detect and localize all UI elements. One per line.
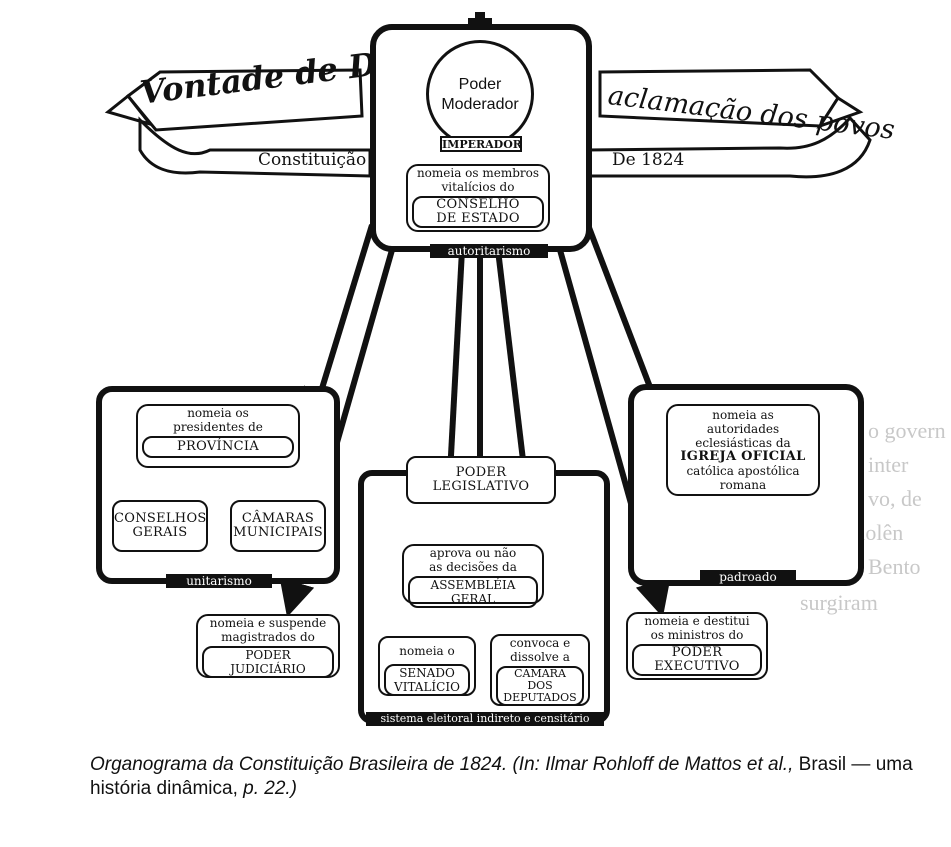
legislative-frame-label: sistema eleitoral indireto e censitário [366,712,604,726]
bleed-text-6: surgiram [800,590,878,615]
bleed-text-1: o govern [868,418,946,443]
poder-moderador-orb: Poder Moderador [426,40,534,148]
senate-line-1: nomeia o [399,644,455,658]
chamber-line-1: convoca e [509,636,571,650]
orb-line-2: Moderador [441,96,519,113]
senate-title-2: VITALÍCIO [394,680,460,694]
church-line-3: eclesiásticas da [695,436,791,450]
council-title-2: DE ESTADO [436,211,520,226]
municipal-chambers-line-1: CÂMARAS [241,511,315,526]
municipal-chambers-node: CÂMARAS MUNICIPAIS [230,500,326,552]
council-line-1: nomeia os membros [416,166,540,180]
legislative-title-2: LEGISLATIVO [432,479,530,494]
general-assembly-node: aprova ou não as decisões da ASSEMBLÉIA … [402,544,544,608]
province-title: PROVÍNCIA [176,439,260,454]
bleed-text-3: vo, de [868,486,922,511]
senate-title-1: SENADO [399,666,455,680]
central-frame-label: autoritarismo [430,244,548,258]
province-title-pill: PROVÍNCIA [142,436,294,458]
judiciary-line-1: nomeia e suspende [209,616,327,630]
chamber-title-3: DEPUTADOS [503,691,577,704]
executive-title-1: PODER [671,645,723,660]
general-councils-node: CONSELHOS GERAIS [112,500,208,552]
council-title-1: CONSELHO [436,197,520,212]
municipal-chambers-line-2: MUNICIPAIS [233,525,323,540]
executive-title-2: EXECUTIVO [654,659,740,674]
church-line-2: autoridades [706,422,780,436]
general-councils-line-1: CONSELHOS [114,511,207,526]
caption-part-1: Organograma da Constituição Brasileira d… [90,754,794,775]
executive-node: nomeia e destitui os ministros do PODER … [626,612,768,680]
judiciary-line-2: magistrados do [221,630,315,644]
church-line-5: romana [719,478,767,492]
assembly-title-1: ASSEMBLÉIA [430,578,516,592]
executive-line-1: nomeia e destitui [644,614,750,628]
chamber-of-deputies-node: convoca e dissolve a CÂMARA DOS DEPUTADO… [490,634,590,706]
caption-part-3: p. 22.) [243,778,297,799]
executive-title-pill: PODER EXECUTIVO [632,644,762,676]
chamber-line-2: dissolve a [510,650,570,664]
orb-line-1: Poder [458,76,502,93]
judiciary-title-2: JUDICIÁRIO [230,662,306,676]
legislative-title-1: PODER [455,465,507,480]
council-line-2: vitalícios do [441,180,515,194]
assembly-title-2: GERAL [450,592,495,606]
emperor-plaque: IMPERADOR [440,136,522,152]
chamber-title-1: CÂMARA [514,667,566,680]
caption-part-2: Brasil — uma história dinâmica, [90,754,913,799]
padroado-frame-label: padroado [700,570,796,584]
judiciary-node: nomeia e suspende magistrados do PODER J… [196,614,340,678]
figure-caption: Organograma da Constituição Brasileira d… [90,753,920,801]
ribbon-left-bottom-text: Constituição [258,150,367,170]
council-of-state-node: nomeia os membros vitalícios do CONSELHO… [406,164,550,232]
council-title-pill: CONSELHO DE ESTADO [412,196,544,228]
bleed-text-5: Bento [868,554,921,579]
chamber-title-2: DOS [527,679,553,692]
unitarismo-frame-label: unitarismo [166,574,272,588]
province-line-2: presidentes de [173,420,263,434]
province-node: nomeia os presidentes de PROVÍNCIA [136,404,300,468]
senate-node: nomeia o SENADO VITALÍCIO [378,636,476,696]
executive-line-2: os ministros do [650,628,744,642]
judiciary-title-1: PODER [245,648,291,662]
ribbon-right-bottom-text: De 1824 [612,150,685,170]
bleed-text-2: inter [868,452,909,477]
church-title: IGREJA OFICIAL [680,449,806,464]
chamber-title-pill: CÂMARA DOS DEPUTADOS [496,666,584,706]
assembly-title-pill: ASSEMBLÉIA GERAL [408,576,538,608]
general-councils-line-2: GERAIS [132,525,188,540]
church-node: nomeia as autoridades eclesiásticas da I… [666,404,820,496]
province-line-1: nomeia os [187,406,249,420]
church-line-4: católica apostólica [686,464,800,478]
church-line-1: nomeia as [712,408,774,422]
assembly-line-1: aprova ou não [429,546,517,560]
legislative-power-node: PODER LEGISLATIVO [406,456,556,504]
assembly-line-2: as decisões da [429,560,517,574]
judiciary-title-pill: PODER JUDICIÁRIO [202,646,334,678]
senate-title-pill: SENADO VITALÍCIO [384,664,470,696]
